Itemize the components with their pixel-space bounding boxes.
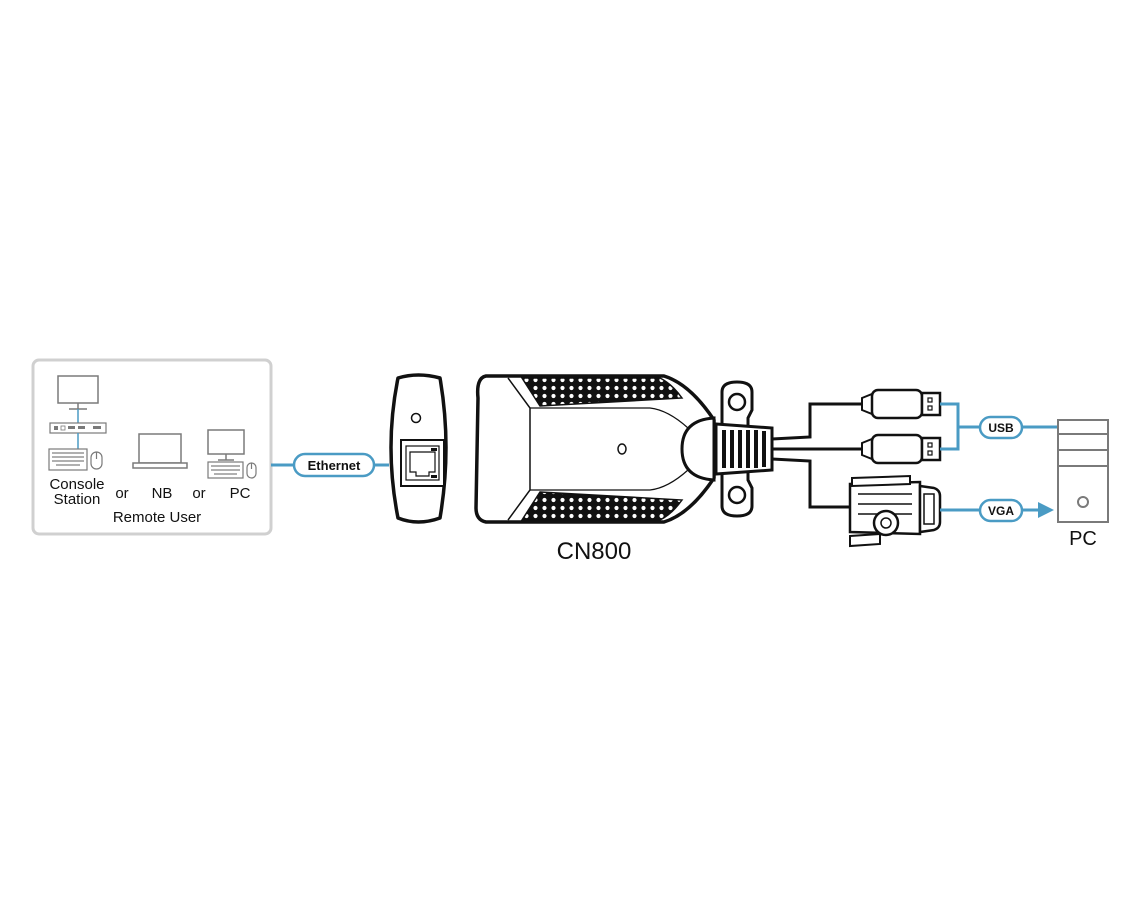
cn800-rj45-endcap — [389, 373, 448, 524]
pc-label: PC — [230, 485, 251, 502]
screw-hole-bottom-icon — [727, 485, 747, 505]
remote-user-panel: Console Station or NB or PC Remote User — [31, 358, 273, 536]
vga-connector-icon — [848, 474, 942, 548]
status-led-icon — [617, 443, 627, 455]
kvm-unit-icon — [49, 422, 107, 434]
usb-label: USB — [988, 421, 1014, 435]
usb-cable: USB — [940, 402, 1058, 451]
vga-arrow-icon — [1038, 502, 1054, 518]
usb-connector-bottom-icon — [861, 433, 942, 465]
rj45-port-icon — [400, 439, 445, 487]
led-indicator-icon — [410, 412, 422, 424]
console-station-label-line1: Console — [49, 476, 104, 493]
vga-cable: VGA — [940, 498, 1054, 523]
console-station-label-line2: Station — [54, 491, 101, 508]
kvm-cables — [771, 402, 862, 509]
ethernet-label: Ethernet — [308, 458, 361, 473]
usb-connector-top-icon — [861, 388, 942, 420]
pc-mouse-icon — [246, 462, 257, 479]
or-label-2: or — [192, 485, 205, 502]
device-model-label: CN800 — [557, 538, 632, 565]
pc-keyboard-icon — [207, 461, 244, 479]
mouse-icon — [90, 451, 103, 470]
notebook-icon — [132, 433, 188, 469]
screw-hole-top-icon — [727, 392, 747, 412]
or-label-1: or — [115, 485, 128, 502]
pc-tower-icon — [1057, 419, 1109, 523]
cable-boot — [714, 422, 774, 476]
remote-user-label: Remote User — [113, 509, 201, 526]
cn800-device-body — [474, 374, 716, 524]
vga-label: VGA — [988, 504, 1014, 518]
keyboard-icon — [48, 448, 88, 471]
pc-monitor-icon — [207, 429, 245, 461]
target-pc-label: PC — [1069, 528, 1097, 550]
nb-label: NB — [152, 485, 173, 502]
ethernet-cable: Ethernet — [271, 452, 389, 478]
